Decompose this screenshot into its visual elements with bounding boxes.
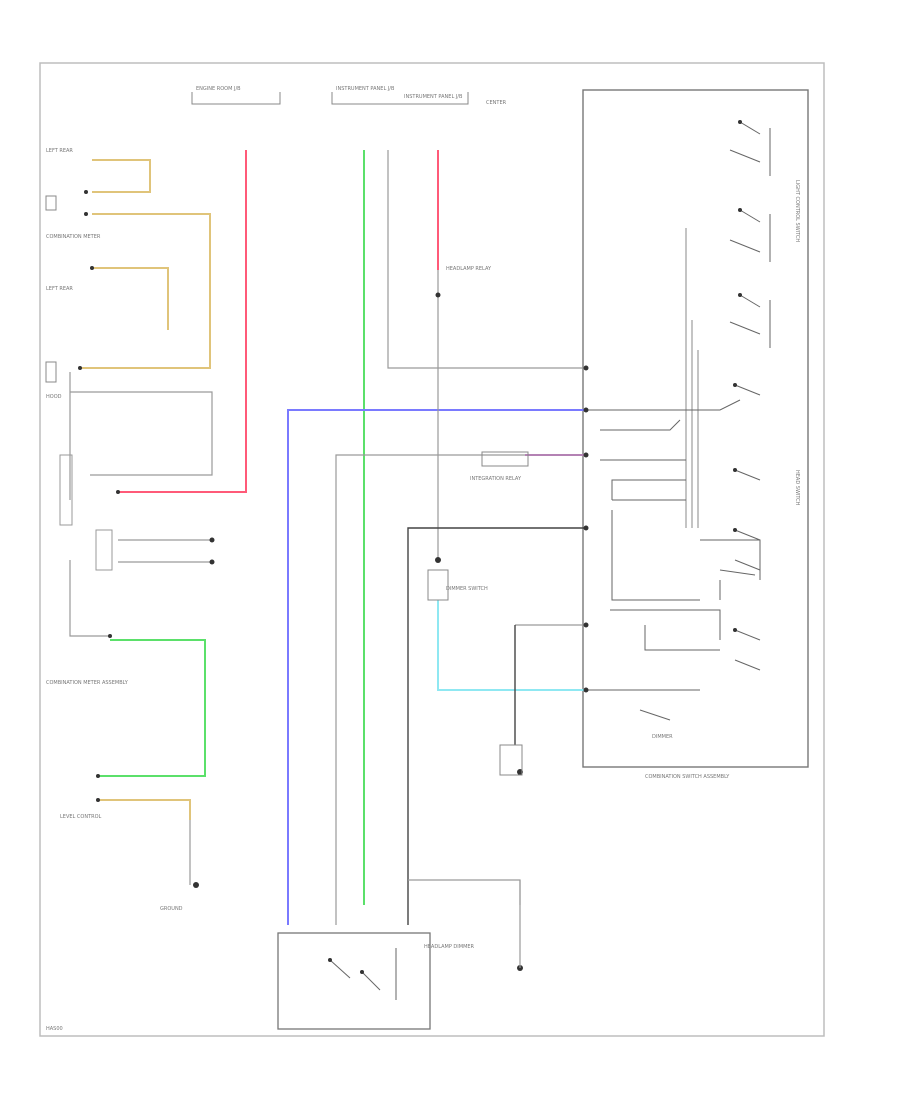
head-switch-label: HEAD SWITCH: [794, 470, 800, 506]
wire-tan-3: [92, 267, 169, 330]
wire-grey-1: [387, 150, 586, 369]
fuse-label-center: CENTER: [486, 100, 507, 106]
left-components: [45, 190, 523, 971]
level-control-label: LEVEL CONTROL: [60, 814, 102, 820]
fuse-label-left: ENGINE ROOM J/B: [196, 86, 241, 92]
dimmer-label: DIMMER: [652, 734, 673, 740]
bottom-left-tag: HAS00: [46, 1026, 63, 1032]
combination-meter-label: COMBINATION METER: [46, 234, 101, 240]
headlamp-dimmer-label: HEADLAMP DIMMER: [424, 944, 475, 950]
switch-line-9: [644, 625, 720, 651]
switch-line-8: [610, 609, 721, 640]
fuse-label-right: INSTRUMENT PANEL J/B: [404, 94, 463, 100]
wire-grey-3: [335, 454, 586, 925]
wire-tan-1: [92, 159, 151, 193]
light-control-switch-group: [719, 120, 771, 671]
headlamp-dimmer-box: [277, 932, 431, 1030]
diagram-frame: [39, 62, 825, 1037]
relay-box: [427, 569, 449, 601]
integration-relay-box: [481, 451, 529, 467]
wire-red-main: [118, 150, 247, 493]
combination-switch-box: [582, 89, 809, 768]
wire-tan-4: [98, 799, 191, 820]
switch-line-11: [639, 709, 671, 721]
wire-tan-2: [80, 213, 211, 369]
switch-line-6: [611, 510, 700, 601]
ecu-box: [499, 744, 523, 776]
wire-cyan: [437, 600, 586, 691]
wire-green-left: [98, 639, 206, 777]
left-rear-label-2: LEFT REAR: [46, 286, 73, 292]
ground-label: GROUND: [160, 906, 183, 912]
fuse-label-mid: INSTRUMENT PANEL J/B: [336, 86, 395, 92]
connector-terminals: [583, 365, 589, 693]
wire-grey-5: [70, 391, 213, 476]
switch-line-4: [611, 479, 686, 500]
light-control-switch-label: LIGHT CONTROL SWITCH: [794, 180, 800, 242]
wire-grey-6: [69, 560, 110, 637]
integration-relay-label: INTEGRATION RELAY: [470, 476, 522, 482]
switch-line-1: [586, 399, 741, 411]
hood-label: HOOD: [46, 394, 62, 400]
dimmer-internal-switches: [328, 948, 397, 1000]
dimmer-switch-label: DIMMER SWITCH: [446, 586, 488, 592]
connector-bracket-left: [191, 92, 281, 105]
switch-line-2: [600, 419, 681, 431]
wire-blue: [287, 409, 586, 925]
bottom-right-wire: [408, 879, 521, 968]
headlamp-relay-label: HEADLAMP RELAY: [446, 266, 492, 272]
combination-switch-assembly-label: COMBINATION SWITCH ASSEMBLY: [645, 774, 730, 780]
combination-meter-assembly-label: COMBINATION METER ASSEMBLY: [46, 680, 129, 686]
left-rear-label-1: LEFT REAR: [46, 148, 73, 154]
connector-bracket-mid: [331, 92, 469, 105]
wire-dark: [407, 527, 586, 925]
